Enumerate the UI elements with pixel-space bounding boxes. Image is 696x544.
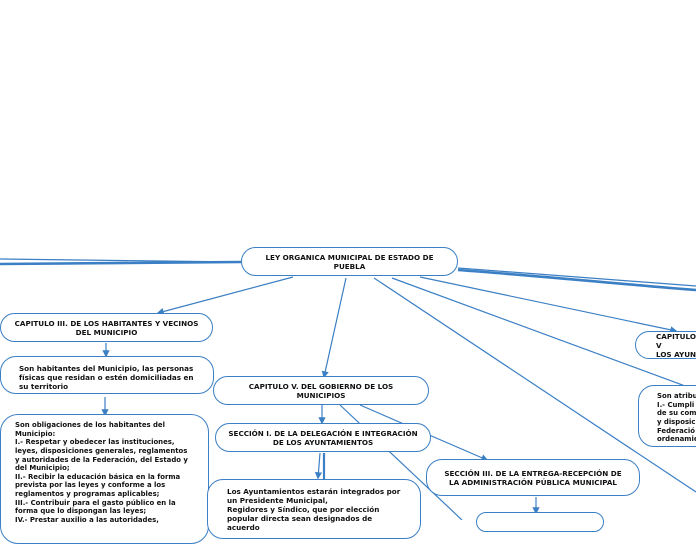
node-root[interactable]: LEY ORGANICA MUNICIPAL DE ESTADO DE PUEB… <box>241 247 458 276</box>
node-seccion-iii-child[interactable] <box>476 512 604 532</box>
link-sec1-ayunt-arrow <box>314 452 323 480</box>
node-seccion-iii[interactable]: SECCIÓN III. DE LA ENTREGA-RECEPCIÓN DE … <box>426 459 640 496</box>
link-root-left-offscreen-2 <box>0 258 242 263</box>
node-habitantes[interactable]: Son habitantes del Municipio, las person… <box>0 356 214 394</box>
link-root-far <box>373 277 696 493</box>
node-capitulo-right[interactable]: CAPITULO V LOS AYUN <box>635 331 696 359</box>
node-ayuntamientos[interactable]: Los Ayuntamientos estarán integrados por… <box>207 479 421 539</box>
link-root-right-offscreen <box>457 268 696 292</box>
node-atribuciones[interactable]: Son atribu I.- Cumpli de su com y dispos… <box>638 385 696 447</box>
link-root-capright <box>419 276 678 334</box>
link-root-right-offscreen-2 <box>457 267 696 287</box>
link-root-cap3 <box>156 276 294 315</box>
link-root-left-offscreen <box>0 260 242 266</box>
link-root-cap5 <box>321 277 347 379</box>
link-root-down-right <box>391 277 696 391</box>
node-obligaciones[interactable]: Son obligaciones de los habitantes del M… <box>0 414 209 544</box>
node-capitulo-v[interactable]: CAPITULO V. DEL GOBIERNO DE LOS MUNICIPI… <box>213 376 429 405</box>
node-capitulo-iii[interactable]: CAPITULO III. DE LOS HABITANTES Y VECINO… <box>0 313 213 342</box>
node-seccion-i[interactable]: SECCIÓN I. DE LA DELEGACIÓN E INTEGRACIÓ… <box>215 423 431 452</box>
